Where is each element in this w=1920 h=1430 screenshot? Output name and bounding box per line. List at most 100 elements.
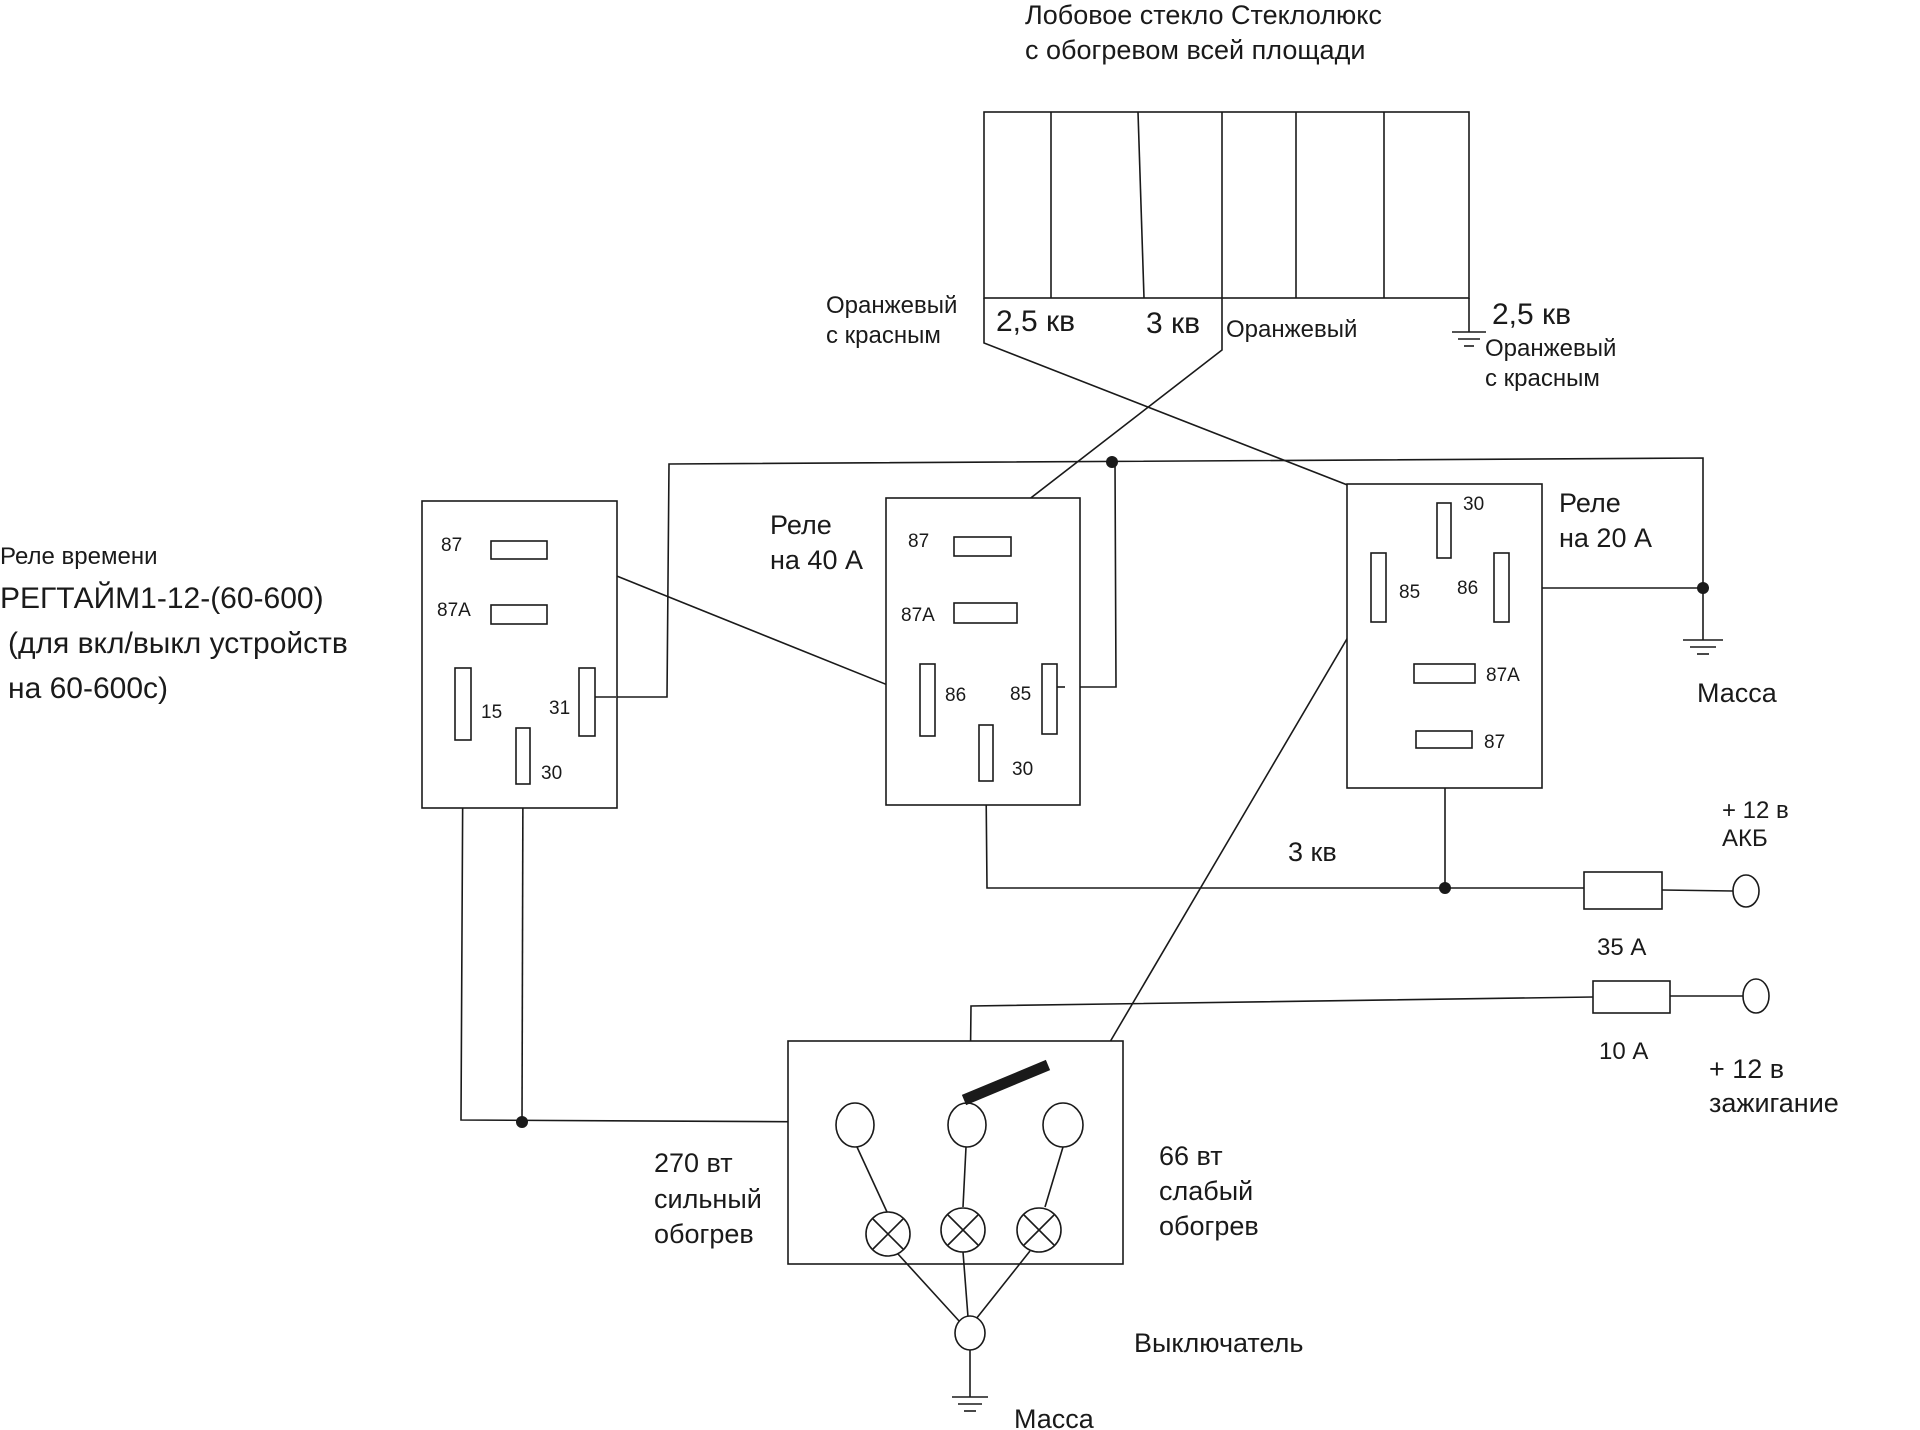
fuse-35a-label: 35 А: [1597, 934, 1646, 961]
battery-label-line1: + 12 в: [1722, 797, 1789, 824]
timer-pin-31: [578, 667, 596, 737]
relay40-pin-87: [953, 536, 1012, 557]
relay40-pin-87a-label: 87А: [901, 605, 935, 626]
switch: 270 вт сильный обогрев 66 вт слабый обог…: [654, 1040, 1303, 1397]
switch-terminal-weak: [1042, 1102, 1084, 1148]
timer-pin-87: [490, 540, 548, 560]
switch-lever-icon: [961, 1059, 1051, 1106]
relay40-pin-30: [978, 724, 994, 782]
relay20-pin-87-label: 87: [1484, 732, 1505, 753]
relay-40a-label-line1: Реле: [770, 510, 832, 540]
indicator-lamp-icon: [865, 1211, 911, 1257]
junction-dot: [1439, 882, 1451, 894]
battery-label-line2: АКБ: [1722, 825, 1768, 852]
switch-wire: [975, 1250, 1031, 1320]
indicator-lamp-icon: [1016, 1207, 1062, 1253]
switch-wire: [897, 1253, 961, 1323]
timer-relay-label-line1: Реле времени: [0, 543, 157, 570]
ignition-label-line1: + 12 в: [1709, 1054, 1784, 1084]
mid-wire-color: Оранжевый: [1226, 316, 1357, 343]
timer-relay-label-line4: на 60-600с): [8, 672, 168, 705]
windshield-title-line1: Лобовое стекло Стеклолюкс: [1025, 0, 1382, 30]
relay40-pin-85: [1041, 663, 1058, 735]
relay40-pin-87a: [953, 602, 1018, 624]
windshield: Лобовое стекло Стеклолюкс с обогревом вс…: [826, 0, 1616, 392]
wire-relay40-85-to-bus: [1065, 460, 1117, 688]
weak-heat-line2: слабый: [1159, 1176, 1253, 1206]
left-wire-color-line2: с красным: [826, 322, 941, 349]
strong-heat-line1: 270 вт: [654, 1148, 733, 1178]
relay-20a-label-line2: на 20 А: [1559, 523, 1652, 553]
windshield-ground-icon: [1452, 298, 1486, 347]
relay20-pin-30-label: 30: [1463, 494, 1484, 515]
ground-right-icon: [1683, 639, 1723, 655]
junction-dot: [1697, 582, 1709, 594]
junction-dot: [1106, 456, 1118, 468]
relay20-pin-87a: [1413, 663, 1476, 684]
relay40-pin-87-label: 87: [908, 531, 929, 552]
left-wire-color-line1: Оранжевый: [826, 292, 957, 319]
fuse-35a: [1583, 871, 1663, 910]
fuse-10a-label: 10 А: [1599, 1038, 1648, 1065]
relay40-pin-86-label: 86: [945, 685, 966, 706]
switch-wire: [1044, 1146, 1064, 1208]
strong-heat-line2: сильный: [654, 1184, 762, 1214]
wire-timer30-to-switch: [521, 761, 524, 1123]
timer-pin-87a-label: 87А: [437, 600, 471, 621]
right-wire-color-line1: Оранжевый: [1485, 335, 1616, 362]
timer-pin-87a: [490, 604, 548, 625]
timer-pin-15: [454, 667, 472, 741]
wire-relay40-30-to-battery: [985, 781, 1584, 889]
switch-wire: [962, 1251, 969, 1318]
windshield-title-line2: с обогревом всей площади: [1025, 35, 1365, 65]
relay-20a: Реле на 20 А 30 85 86 87А 87: [1346, 483, 1652, 789]
switch-label: Выключатель: [1134, 1328, 1303, 1358]
relay20-pin-85-label: 85: [1399, 582, 1420, 603]
supply-wire-gauge: 3 кв: [1288, 837, 1337, 867]
relay-20a-label-line1: Реле: [1559, 488, 1621, 518]
heater-strip-divider: [1137, 111, 1145, 299]
relay20-pin-86-label: 86: [1457, 578, 1478, 599]
relay-40a-label-line2: на 40 А: [770, 545, 863, 575]
battery-terminal-icon: [1732, 874, 1760, 908]
ground-right-label: Масса: [1697, 678, 1778, 708]
weak-heat-line1: 66 вт: [1159, 1141, 1223, 1171]
strong-heat-line3: обогрев: [654, 1219, 754, 1249]
switch-terminal-common: [947, 1102, 987, 1148]
relay20-pin-87a-label: 87А: [1486, 665, 1520, 686]
fuse-10a: [1592, 980, 1671, 1014]
ignition-label-line2: зажигание: [1709, 1088, 1839, 1118]
relay-40a: Реле на 40 А 87 87А 86 85 30: [770, 497, 1081, 806]
wire-timer15-to-switch: [460, 741, 837, 1123]
timer-relay-label-line3: (для вкл/выкл устройств: [8, 627, 348, 660]
switch-wire: [962, 1146, 967, 1208]
timer-pin-31-label: 31: [549, 698, 570, 719]
weak-heat-line3: обогрев: [1159, 1211, 1259, 1241]
junction-dot: [516, 1116, 528, 1128]
right-wire-gauge: 2,5 кв: [1492, 298, 1571, 331]
timer-pin-30-label: 30: [541, 763, 562, 784]
switch-wire: [856, 1146, 888, 1213]
relay40-pin-86: [919, 663, 936, 737]
wire-windshield-to-relay40-87: [991, 298, 1223, 529]
relay20-pin-85: [1370, 552, 1387, 623]
ground-bottom-icon: [952, 1396, 988, 1412]
wire-switch-to-relay20-85: [1076, 597, 1372, 1099]
relay40-pin-85-label: 85: [1010, 684, 1031, 705]
switch-ground-terminal: [954, 1315, 986, 1351]
timer-pin-15-label: 15: [481, 702, 502, 723]
ground-bottom-label: Масса: [1014, 1404, 1095, 1430]
relay40-pin-30-label: 30: [1012, 759, 1033, 780]
indicator-lamp-icon: [940, 1207, 986, 1253]
switch-terminal-strong: [835, 1102, 875, 1148]
ignition-terminal-icon: [1742, 978, 1770, 1014]
timer-relay: Реле времени РЕГТАЙМ1-12-(60-600) (для в…: [0, 500, 618, 809]
wire-fuse35-to-battery: [1661, 889, 1734, 892]
wires: [460, 298, 1744, 1123]
relay20-pin-86: [1493, 552, 1510, 623]
left-wire-gauge: 2,5 кв: [996, 305, 1075, 338]
timer-relay-label-line2: РЕГТАЙМ1-12-(60-600): [0, 581, 324, 615]
power-supply: 3 кв + 12 в АКБ 35 А 10 А + 12 в зажиган…: [1288, 797, 1839, 1118]
timer-pin-30: [515, 727, 531, 785]
